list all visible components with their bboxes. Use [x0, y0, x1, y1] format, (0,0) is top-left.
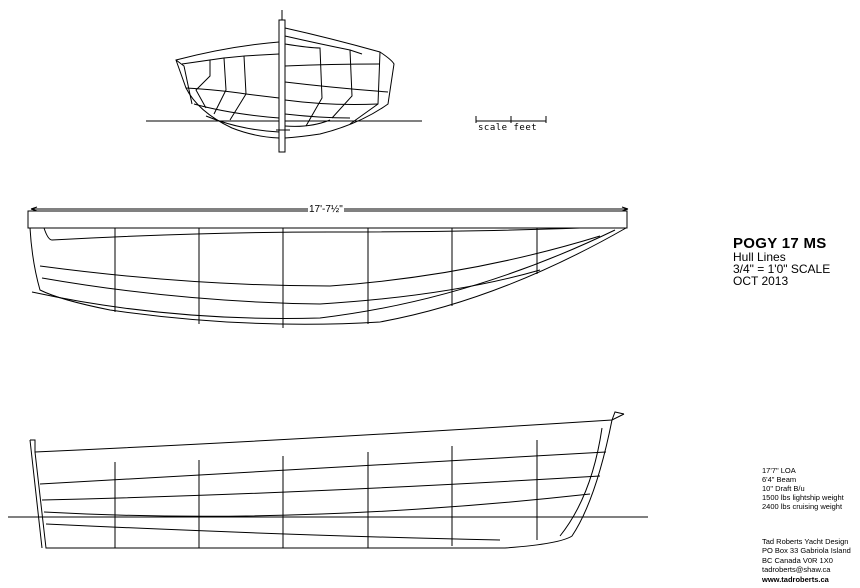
- boat-name: POGY 17 MS: [733, 235, 827, 252]
- drawing-scale: 3/4" = 1'0" SCALE: [733, 262, 831, 276]
- drawing-name: Hull Lines: [733, 250, 786, 264]
- scale-bar: [475, 116, 547, 123]
- profile-view: [8, 411, 648, 549]
- designer-address-line-2: BC Canada V0R 1X0: [762, 555, 833, 565]
- designer-block: Tad Roberts Yacht Design PO Box 33 Gabri…: [762, 537, 851, 584]
- spec-cruising-weight: 2400 lbs cruising weight: [762, 502, 843, 511]
- spec-draft: 10" Draft B/u: [762, 484, 805, 493]
- designer-name: Tad Roberts Yacht Design: [762, 537, 849, 546]
- overall-length-dimension: 17'-7½": [308, 204, 344, 215]
- drawing-date: OCT 2013: [733, 274, 789, 288]
- designer-website: www.tadroberts.ca: [762, 574, 829, 584]
- scale-bar-label: scale feet: [478, 123, 538, 133]
- title-block: POGY 17 MS Hull Lines 3/4" = 1'0" SCALE …: [733, 236, 830, 287]
- spec-beam: 6'4" Beam: [762, 475, 797, 484]
- spec-lightship-weight: 1500 lbs lightship weight: [762, 493, 844, 502]
- specifications: 17'7" LOA 6'4" Beam 10" Draft B/u 1500 l…: [762, 466, 844, 511]
- designer-email: tadroberts@shaw.ca: [762, 565, 831, 575]
- designer-address-line-1: PO Box 33 Gabriola Island: [762, 546, 851, 556]
- body-plan: [146, 10, 422, 153]
- spec-loa: 17'7" LOA: [762, 466, 796, 475]
- plan-view: [27, 206, 629, 328]
